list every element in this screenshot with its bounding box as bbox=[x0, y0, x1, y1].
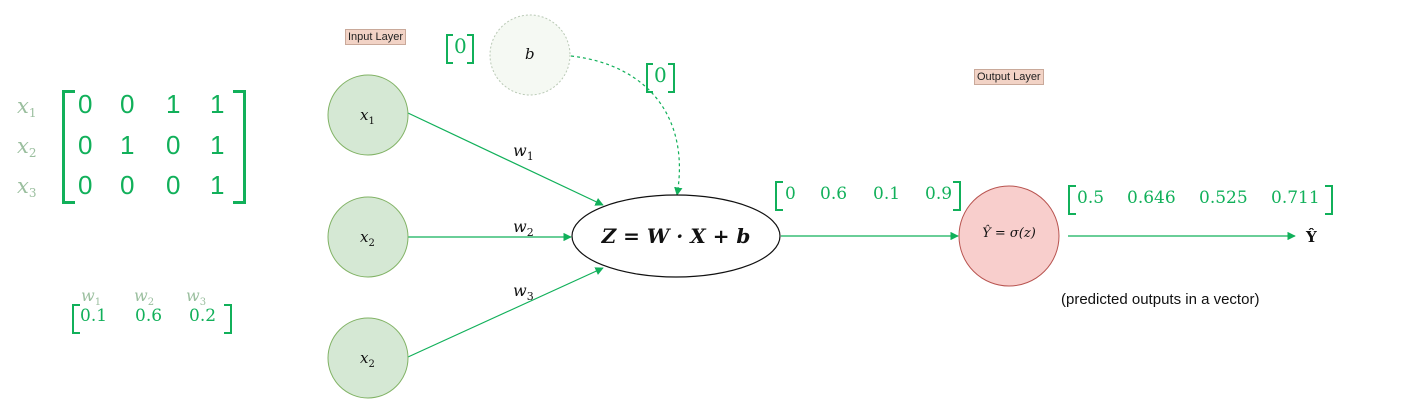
input-layer-tag: Input Layer bbox=[345, 29, 407, 45]
matrix-cell: 0 bbox=[166, 130, 181, 160]
z-vector-left-bracket bbox=[775, 181, 783, 211]
activation-node-label: Ŷ = σ(z) bbox=[982, 226, 1036, 241]
matrix-left-bracket bbox=[62, 90, 75, 204]
matrix-cell: 1 bbox=[120, 130, 135, 160]
weight-label-w3: w3 bbox=[186, 286, 207, 308]
bias-node-label: b bbox=[525, 45, 535, 63]
matrix-right-bracket bbox=[233, 90, 246, 204]
input-node-1-label: x1 bbox=[360, 106, 375, 127]
output-value: 0.711 bbox=[1271, 188, 1320, 208]
input-node-3-label: x2 bbox=[360, 349, 375, 370]
matrix-cell: 0 bbox=[78, 89, 93, 119]
output-layer-tag: Output Layer bbox=[974, 69, 1044, 85]
edge-x3-to-sum bbox=[407, 267, 604, 358]
bias-left-bracket-open bbox=[446, 34, 453, 64]
output-symbol: Ŷ bbox=[1306, 228, 1317, 246]
input-node-1 bbox=[327, 74, 409, 156]
input-node-2 bbox=[327, 196, 409, 278]
matrix-cell: 0 bbox=[166, 170, 181, 200]
output-value: 0.525 bbox=[1199, 188, 1248, 208]
z-value: 0.9 bbox=[925, 184, 953, 204]
weight-value: 0.6 bbox=[135, 306, 163, 326]
matrix-cell: 0 bbox=[120, 89, 135, 119]
row-label-x1: x1 bbox=[17, 94, 37, 120]
edge-x1-to-sum bbox=[407, 112, 604, 206]
activation-node bbox=[958, 185, 1060, 287]
row-label-x2: x2 bbox=[17, 134, 37, 160]
bias-value-left: 0 bbox=[454, 34, 467, 58]
weight-label-w1: w1 bbox=[81, 286, 102, 308]
weights-right-bracket bbox=[224, 304, 232, 334]
bias-edge-bracket-open bbox=[646, 63, 653, 93]
edge-weight-w3: w3 bbox=[513, 281, 534, 303]
edge-weight-w2: w2 bbox=[513, 217, 534, 239]
sum-node bbox=[571, 194, 781, 278]
edge-weight-w1: w1 bbox=[513, 141, 534, 163]
input-node-3 bbox=[327, 317, 409, 399]
z-value: 0.6 bbox=[820, 184, 848, 204]
bias-value-edge: 0 bbox=[654, 63, 667, 87]
row-label-x3: x3 bbox=[17, 174, 37, 200]
output-vector-right-bracket bbox=[1325, 185, 1333, 215]
weight-value: 0.1 bbox=[80, 306, 108, 326]
input-node-2-label: x2 bbox=[360, 228, 375, 249]
weight-value: 0.2 bbox=[189, 306, 217, 326]
matrix-cell: 0 bbox=[78, 130, 93, 160]
bias-node bbox=[489, 14, 571, 96]
weight-label-w2: w2 bbox=[134, 286, 155, 308]
z-vector-right-bracket bbox=[953, 181, 961, 211]
matrix-cell: 1 bbox=[210, 89, 225, 119]
z-value: 0.1 bbox=[873, 184, 901, 204]
matrix-cell: 0 bbox=[78, 170, 93, 200]
output-vector-left-bracket bbox=[1068, 185, 1076, 215]
output-value: 0.5 bbox=[1077, 188, 1105, 208]
bias-edge-bracket-close bbox=[668, 63, 675, 93]
matrix-cell: 1 bbox=[210, 130, 225, 160]
matrix-cell: 1 bbox=[166, 89, 181, 119]
output-value: 0.646 bbox=[1127, 188, 1176, 208]
predicted-outputs-caption: (predicted outputs in a vector) bbox=[1061, 291, 1260, 308]
sum-node-label: Z = W · X + b bbox=[601, 224, 751, 248]
bias-left-bracket-close bbox=[467, 34, 474, 64]
z-value: 0 bbox=[785, 184, 796, 204]
weights-left-bracket bbox=[72, 304, 80, 334]
matrix-cell: 1 bbox=[210, 170, 225, 200]
matrix-cell: 0 bbox=[120, 170, 135, 200]
